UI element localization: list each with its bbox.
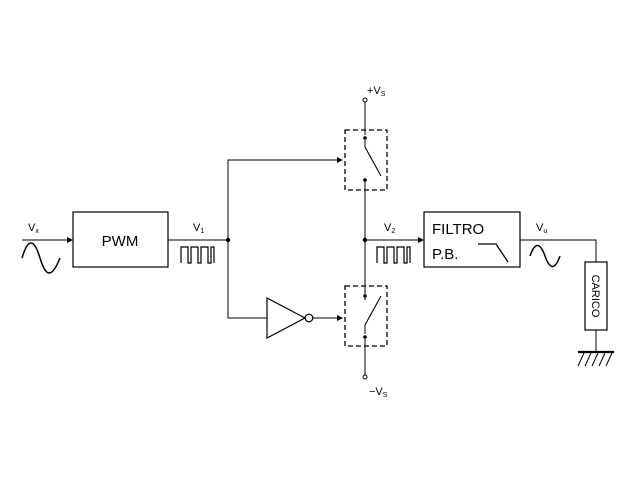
vu-label: Vu	[536, 222, 547, 235]
v1-label: V1	[193, 222, 204, 235]
pwm-block: PWM	[72, 211, 169, 268]
ground-icon	[577, 330, 614, 367]
load-block: CARICO	[584, 261, 608, 331]
lowpass-filter-block: FILTRO P.B.	[423, 211, 521, 268]
pwm-label: PWM	[102, 233, 139, 250]
v2-label: V2	[384, 222, 395, 235]
inverter-gate	[266, 297, 314, 339]
load-label: CARICO	[589, 275, 601, 318]
upper-switch	[344, 129, 388, 191]
plus-vs-label: +VS	[367, 85, 386, 98]
plus-vs-terminal	[362, 97, 368, 103]
v1-pulse-train-icon	[180, 246, 215, 264]
wire-inverter-out	[313, 315, 343, 321]
filter-label-line2: P.B.	[432, 246, 458, 263]
lowpass-response-icon	[478, 243, 509, 263]
output-sine-icon	[529, 244, 561, 268]
wire-upper-branch	[227, 157, 343, 240]
input-arrow	[22, 237, 73, 243]
wire-lower-branch	[227, 240, 267, 319]
filter-label-line1: FILTRO	[432, 221, 484, 238]
wire-to-filter	[365, 237, 424, 243]
minus-vs-label: −VS	[369, 386, 388, 399]
v2-pulse-train-icon	[376, 246, 411, 264]
vx-label: Vx	[28, 222, 39, 235]
input-sine-icon	[21, 242, 61, 274]
inverter-bubble	[304, 313, 314, 323]
lower-switch	[344, 285, 388, 347]
wire-to-load	[520, 239, 597, 262]
minus-vs-terminal	[362, 374, 368, 380]
